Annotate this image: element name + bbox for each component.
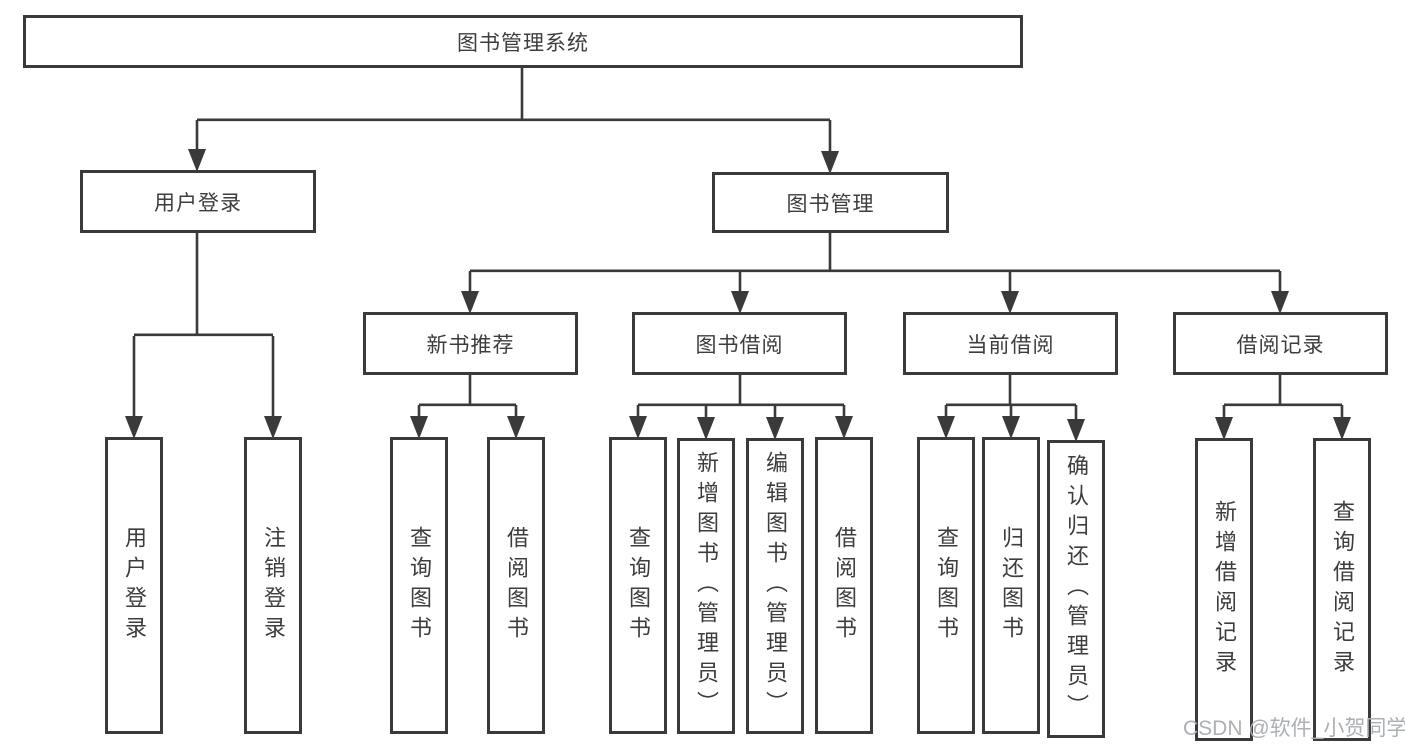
node-label: 用户登录	[122, 525, 147, 646]
node-label: 当前借阅	[966, 333, 1055, 357]
node-borrowing-records: 借阅记录	[1173, 312, 1388, 375]
node-label: 新书推荐	[426, 333, 515, 357]
node-label: 归还图书	[999, 525, 1024, 646]
node-label: 查询图书	[626, 525, 651, 646]
node-label: 借阅记录	[1236, 333, 1325, 357]
node-user-login: 用户登录	[105, 437, 163, 734]
node-label: 查询图书	[407, 525, 432, 646]
node-label: 借阅图书	[832, 525, 857, 646]
node-book-management: 图书管理	[712, 172, 949, 233]
node-add-books-admin: 新增图书（管理员）	[677, 438, 735, 734]
node-label: 查询图书	[934, 525, 959, 646]
node-borrow-books: 借阅图书	[815, 437, 873, 734]
node-query-borrow-record: 查询借阅记录	[1313, 438, 1371, 741]
node-label: 确认归还（管理员）	[1064, 454, 1089, 724]
node-label: 编辑图书（管理员）	[763, 451, 788, 721]
csdn-watermark: CSDN @软件_小贺同学	[1183, 717, 1405, 740]
node-label: 图书管理系统	[457, 31, 589, 55]
node-query-books-borrowing: 查询图书	[609, 437, 667, 734]
node-label: 图书借阅	[695, 333, 784, 357]
node-logout-login: 注销登录	[244, 437, 302, 734]
node-label: 新增图书（管理员）	[694, 451, 719, 721]
node-query-books-recommend: 查询图书	[390, 437, 448, 734]
node-confirm-return-admin: 确认归还（管理员）	[1047, 440, 1105, 738]
node-query-books-current: 查询图书	[917, 437, 975, 734]
node-book-borrowing: 图书借阅	[632, 312, 847, 375]
node-new-book-recommendation: 新书推荐	[363, 312, 578, 375]
node-edit-books-admin: 编辑图书（管理员）	[746, 438, 804, 734]
node-current-borrowing: 当前借阅	[903, 312, 1118, 375]
node-library-management-system: 图书管理系统	[23, 15, 1023, 68]
node-borrow-books-recommend: 借阅图书	[487, 437, 545, 734]
node-label: 注销登录	[261, 525, 286, 646]
node-user-login-group: 用户登录	[80, 170, 316, 233]
node-return-books: 归还图书	[982, 437, 1040, 734]
node-label: 新增借阅记录	[1212, 499, 1237, 680]
node-label: 用户登录	[154, 191, 242, 215]
node-label: 查询借阅记录	[1330, 499, 1355, 680]
node-label: 借阅图书	[504, 525, 529, 646]
node-add-borrow-record: 新增借阅记录	[1195, 438, 1253, 741]
node-label: 图书管理	[786, 192, 875, 216]
